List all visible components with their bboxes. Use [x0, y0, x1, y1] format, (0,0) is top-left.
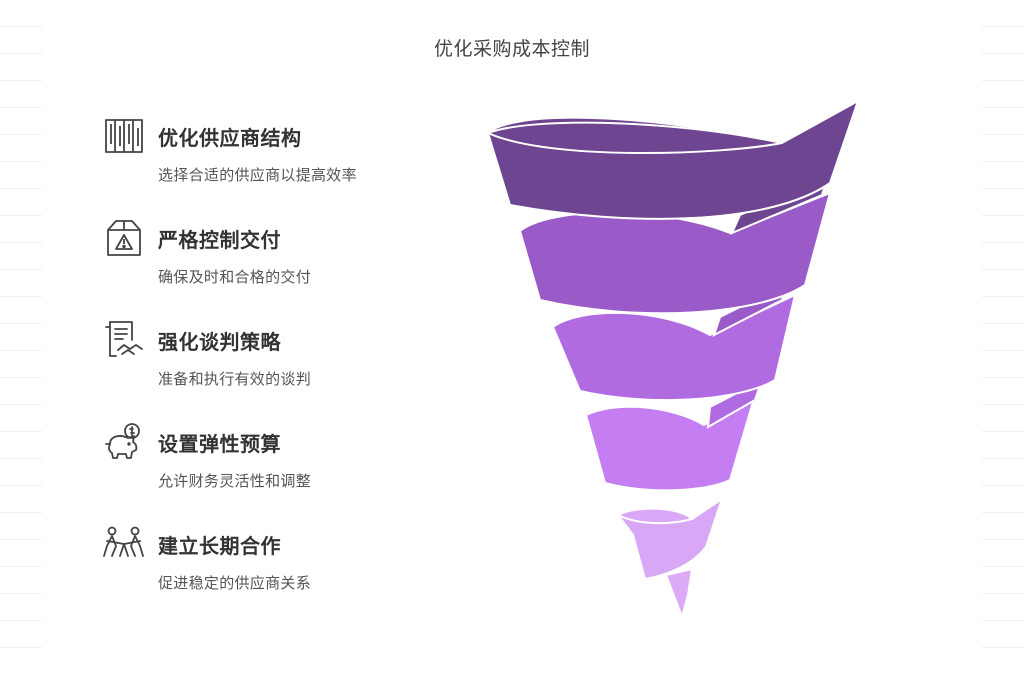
step-desc: 准备和执行有效的谈判	[158, 370, 312, 388]
step-item-3: 强化谈判策略 准备和执行有效的谈判	[102, 320, 442, 410]
page-title: 优化采购成本控制	[433, 38, 590, 60]
step-desc: 促进稳定的供应商关系	[158, 574, 312, 592]
funnel-band-3	[551, 293, 797, 402]
step-desc: 确保及时和合格的交付	[158, 268, 312, 286]
warning-box-icon	[102, 218, 146, 258]
step-title: 严格控制交付	[158, 228, 281, 252]
step-title: 优化供应商结构	[158, 126, 302, 150]
step-item-4: 设置弹性预算 允许财务灵活性和调整	[102, 422, 442, 512]
step-item-2: 严格控制交付 确保及时和合格的交付	[102, 218, 442, 308]
step-item-1: 优化供应商结构 选择合适的供应商以提高效率	[102, 116, 442, 206]
step-title: 设置弹性预算	[158, 432, 281, 456]
people-icon	[102, 524, 146, 564]
funnel-band-5-top	[615, 507, 694, 525]
funnel-band-4	[584, 392, 757, 492]
step-title: 建立长期合作	[158, 534, 281, 558]
content-area	[42, 0, 982, 673]
step-title: 强化谈判策略	[158, 330, 281, 354]
funnel-band-1-rim	[485, 121, 783, 154]
funnel-tip	[664, 567, 694, 621]
contract-handshake-icon	[102, 320, 146, 360]
step-desc: 选择合适的供应商以提高效率	[158, 166, 357, 184]
spiral-funnel	[485, 98, 860, 621]
step-desc: 允许财务灵活性和调整	[158, 472, 312, 490]
piggy-bank-icon	[102, 422, 146, 462]
shelving-icon	[102, 116, 146, 156]
step-item-5: 建立长期合作 促进稳定的供应商关系	[102, 524, 442, 614]
